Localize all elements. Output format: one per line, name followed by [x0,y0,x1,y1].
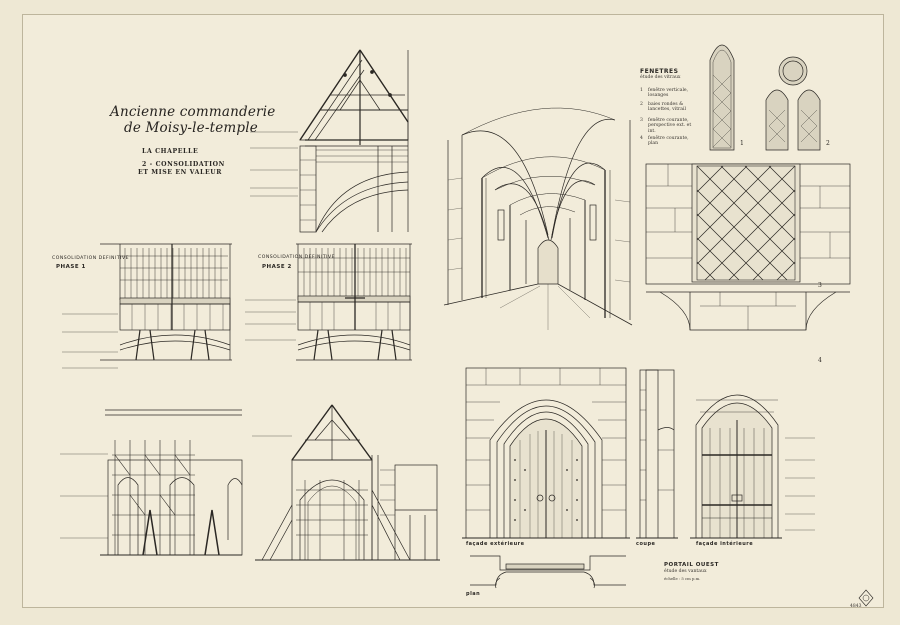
phase2-label: PHASE 2 [262,264,292,270]
chapel-label: LA CHAPELLE [142,148,199,155]
truss-notes-lines [250,131,298,197]
window-label-2: 2 [826,140,830,147]
windows-title: FENETRES [640,68,679,75]
window-item-2-n: 2 [640,102,643,107]
portal-title: PORTAIL OUEST [664,562,719,568]
portal-scale: échelle : 5 cm p.m. [664,576,701,581]
portal-subtitle: étude des vantaux [664,569,707,574]
archive-stamp [858,589,874,607]
window-label-4: 4 [818,357,822,364]
portal-interior [690,394,815,539]
portal-coupe-label: coupe [636,541,656,547]
window-item-4-text: fenêtre courante, plan [648,136,689,147]
portal-plan-label: plan [466,591,481,597]
portal-plan [470,555,626,589]
sheet-title-line1: Ancienne commanderie [110,104,276,120]
portal-facade-int-label: façade intérieure [696,541,754,547]
phase2-label-top: CONSOLIDATION DEFINITIVE [258,255,336,260]
scaffold-section [252,404,440,561]
window-label-1: 1 [740,140,744,147]
subtitle-line2: ET MISE EN VALEUR [138,169,223,176]
scaffold-elevation [60,409,243,556]
window-item-1-n: 1 [640,88,643,93]
windows-subtitle: étude des vitraux [640,75,681,80]
phase1-label-top: CONSOLIDATION DEFINITIVE [52,256,130,261]
subtitle-line1: 2 - CONSOLIDATION [142,161,225,168]
window-3-detail [645,163,851,331]
window-item-2-text: baies rondes & lancettes, vitrail [648,102,686,113]
window-item-4-n: 4 [640,136,643,141]
window-item-3-text: fenêtre courante, perspective ext. et in… [648,118,692,134]
portal-section [636,369,678,539]
nave-perspective [443,107,633,330]
window-item-3-n: 3 [640,118,643,123]
window-studies [709,44,821,151]
portal-exterior [462,367,630,539]
phase2-elevation [296,243,412,361]
phase1-notes-lines [62,313,118,369]
phase1-label: PHASE 1 [56,264,86,270]
phase1-elevation [100,243,232,361]
window-item-1-text: fenêtre verticale, losanges [648,88,689,99]
window-label-3: 3 [818,282,822,289]
phase2-notes-lines [245,299,296,341]
sheet-title-line2: de Moisy-le-temple [124,120,258,136]
roof-truss-section [299,49,409,233]
sheet-reference: 4843 [850,604,862,609]
portal-facade-ext-label: façade extérieure [466,541,525,547]
